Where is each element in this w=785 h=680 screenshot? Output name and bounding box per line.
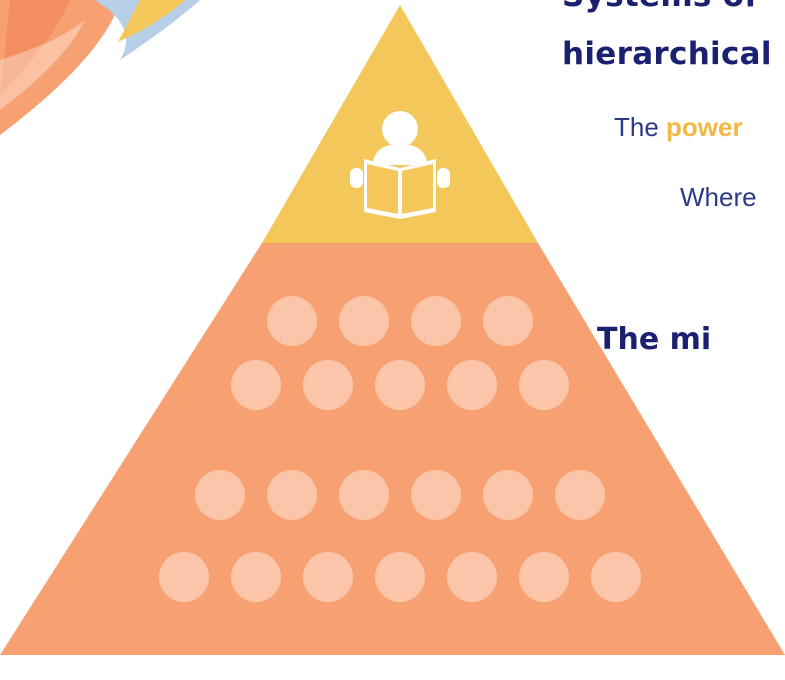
person-circle — [375, 360, 425, 410]
person-circle — [339, 470, 389, 520]
person-circle — [195, 470, 245, 520]
heading-line-1: Systems of — [562, 0, 758, 14]
body-line-1-accent: power — [666, 112, 743, 142]
person-circle — [519, 360, 569, 410]
person-circle — [411, 470, 461, 520]
person-circle — [411, 296, 461, 346]
subheading: The mi — [597, 322, 712, 357]
person-circle — [267, 296, 317, 346]
person-circle — [447, 552, 497, 602]
person-reading-book-icon — [350, 111, 450, 219]
body-line-1: The power — [614, 112, 743, 143]
person-circle — [303, 552, 353, 602]
person-circle — [339, 296, 389, 346]
person-circle — [483, 470, 533, 520]
heading-line-2: hierarchical — [562, 36, 772, 72]
person-circle — [447, 360, 497, 410]
people-circles — [159, 296, 641, 602]
person-circle — [519, 552, 569, 602]
person-circle — [375, 552, 425, 602]
person-circle — [591, 552, 641, 602]
pyramid-base — [0, 243, 785, 655]
brush-decoration — [0, 0, 200, 135]
person-circle — [231, 360, 281, 410]
person-circle — [483, 296, 533, 346]
body-line-1-prefix: The — [614, 112, 667, 142]
body-line-2: Where — [680, 182, 757, 212]
person-circle — [267, 470, 317, 520]
person-circle — [231, 552, 281, 602]
person-circle — [159, 552, 209, 602]
person-circle — [303, 360, 353, 410]
person-circle — [555, 470, 605, 520]
